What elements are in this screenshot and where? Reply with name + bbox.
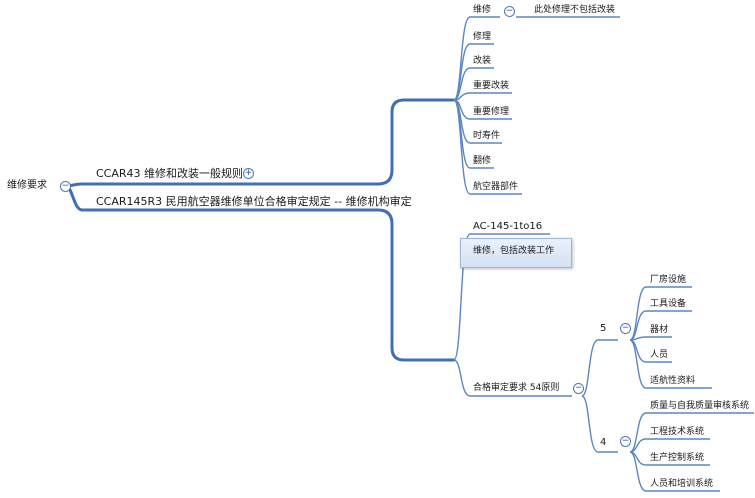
item-renyuan[interactable]: 人员 — [650, 350, 669, 360]
topic-hangkongqi-bujian[interactable]: 航空器部件 — [473, 182, 519, 192]
link-ccar43-trunk — [376, 98, 456, 186]
item-shengchan-kongzhi[interactable]: 生产控制系统 — [650, 453, 705, 463]
topic-hege-shending[interactable]: 合格审定要求 54原则 — [473, 383, 560, 393]
topic-shishoujian[interactable]: 时寿件 — [473, 131, 501, 141]
topic-weixiu-gaizhuang[interactable]: 维修，包括改装工作 — [473, 246, 555, 256]
topic-gaizhuang[interactable]: 改装 — [473, 56, 492, 66]
link-c145-ac — [453, 233, 550, 361]
group-5-label[interactable]: 5 — [600, 323, 607, 334]
link-hgsd-5 — [581, 339, 618, 397]
branch-ccar145[interactable]: CCAR145R3 民用航空器维修单位合格审定规定 -- 维修机构审定 — [96, 195, 412, 208]
link-4-gc — [629, 438, 710, 453]
link-5-gj — [629, 310, 692, 341]
topic-xiuli[interactable]: 修理 — [473, 32, 492, 42]
topic-hege-shending-collapse-toggle[interactable]: − — [573, 383, 584, 394]
topic-weixiu-gaizhuang-box[interactable] — [460, 238, 572, 268]
note-weixiu[interactable]: 此处修理不包括改装 — [534, 5, 616, 15]
group-4-collapse-toggle[interactable]: − — [620, 436, 631, 447]
item-gongju-shebei[interactable]: 工具设备 — [650, 299, 687, 309]
link-hgsd-4 — [581, 395, 618, 453]
link-c43-gaizhuang — [453, 67, 494, 101]
root-topic[interactable]: 维修要求 — [7, 180, 47, 191]
branch-ccar43[interactable]: CCAR43 维修和改装一般规则 — [96, 167, 244, 180]
link-c43-hkqbj — [453, 99, 522, 195]
item-changfang-sheshi[interactable]: 厂房设施 — [650, 275, 687, 285]
link-5-shx — [629, 339, 712, 389]
item-renyuan-peixun[interactable]: 人员和培训系统 — [650, 479, 714, 489]
link-5-qc — [629, 336, 672, 341]
link-4-zl — [629, 412, 754, 453]
topic-ac-145[interactable]: AC-145-1to16 — [473, 221, 543, 232]
link-root-ccar43 — [64, 182, 380, 188]
link-c43-zygz — [453, 92, 512, 101]
item-zhiliang-shenhe[interactable]: 质量与自我质量审核系统 — [650, 401, 750, 411]
item-gongcheng-jishu[interactable]: 工程技术系统 — [650, 427, 705, 437]
link-ccar145-trunk — [376, 208, 456, 362]
topic-zhongyao-gaizhuang[interactable]: 重要改装 — [473, 81, 510, 91]
topic-fanxiu[interactable]: 翻修 — [473, 156, 492, 166]
link-c145-hgsd — [453, 359, 572, 397]
branch-ccar43-expand-toggle[interactable]: + — [243, 168, 254, 179]
topic-weixiu-collapse-toggle[interactable]: − — [504, 6, 515, 17]
group-5-collapse-toggle[interactable]: − — [620, 323, 631, 334]
topic-weixiu[interactable]: 维修 — [473, 5, 492, 15]
group-4-label[interactable]: 4 — [600, 437, 607, 448]
link-4-rypx — [629, 451, 720, 492]
topic-zhongyao-xiuli[interactable]: 重要修理 — [473, 107, 510, 117]
item-qicai[interactable]: 器材 — [650, 325, 669, 335]
item-shihangxing-ziliao[interactable]: 适航性资料 — [650, 376, 696, 386]
root-collapse-toggle[interactable]: − — [60, 181, 71, 192]
